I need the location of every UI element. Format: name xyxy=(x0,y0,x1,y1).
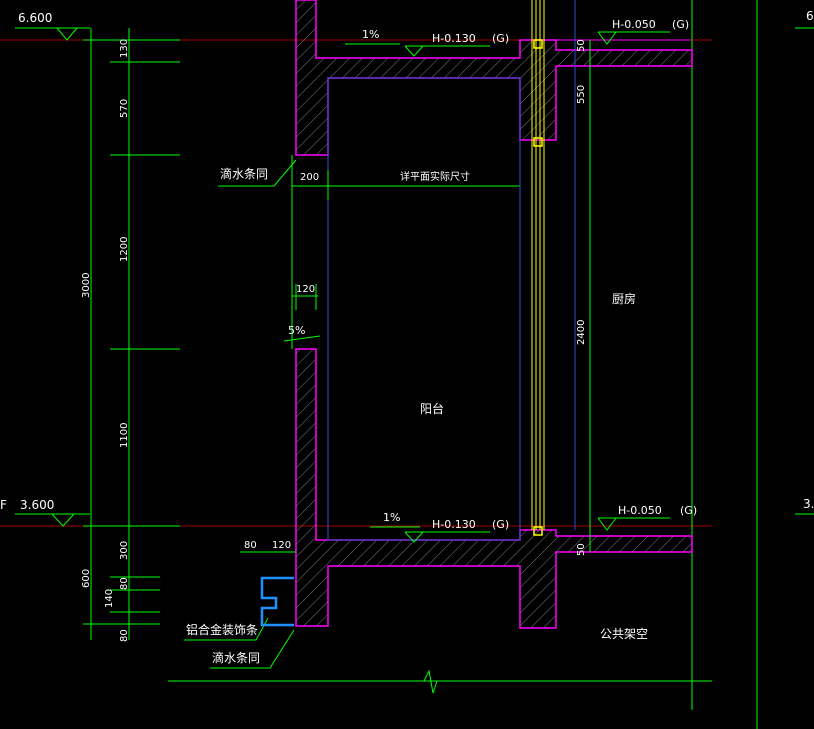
aluminum-trim-profile xyxy=(260,576,294,627)
level-mark-bottom-kitchen: H-0.050 (G) xyxy=(597,504,697,531)
dim-200: 200 xyxy=(300,172,319,183)
drip-label-top: 滴水条同 xyxy=(220,166,268,181)
grid-tag-top-kitchen: (G) xyxy=(672,18,689,31)
dim-570: 570 xyxy=(119,99,130,118)
dim-80a: 80 xyxy=(119,577,130,590)
grid-tag-top-balcony: (G) xyxy=(492,32,509,45)
dim-texts-left: 130 570 1200 3000 1100 300 600 80 140 80 xyxy=(81,39,130,642)
kitchen-label: 厨房 xyxy=(612,291,636,306)
concrete-structure xyxy=(295,0,693,629)
dim-300: 300 xyxy=(119,541,130,560)
level-mark-bottom-balcony: H-0.130 (G) xyxy=(404,518,509,543)
plan-dimension-label: 详平面实际尺寸 xyxy=(400,170,470,183)
public-void-label: 公共架空 xyxy=(600,627,648,641)
level-mark-top-balcony: H-0.130 (G) xyxy=(404,32,509,57)
elevation-bottom-label: 3.600 xyxy=(20,498,54,512)
balcony-label: 阳台 xyxy=(420,401,444,416)
elevation-right-bottom-partial: 3. xyxy=(803,497,814,511)
dim-120-bottom: 120 xyxy=(272,540,291,551)
dim-120-parapet: 120 xyxy=(296,284,315,295)
dim-50-top: 50 xyxy=(576,39,587,52)
dim-80-bottom: 80 xyxy=(244,540,257,551)
dim-50-bottom: 50 xyxy=(576,543,587,556)
drip-leader-bottom xyxy=(210,629,295,669)
balcony-opening xyxy=(327,77,521,541)
level-bottom-kitchen: H-0.050 xyxy=(618,504,662,517)
elevation-right-top-partial: 6 xyxy=(806,9,814,23)
dim-600: 600 xyxy=(81,569,92,588)
elevation-top-label: 6.600 xyxy=(18,11,52,25)
dim-140: 140 xyxy=(104,589,115,608)
floor-marker: F xyxy=(0,498,7,512)
slope-parapet: 5% xyxy=(288,324,305,337)
dim-ticks-left xyxy=(83,39,180,625)
dim-130: 130 xyxy=(119,39,130,58)
dim-3000: 3000 xyxy=(81,273,92,298)
break-symbol xyxy=(423,669,438,694)
level-top-kitchen: H-0.050 xyxy=(612,18,656,31)
drip-label-bottom: 滴水条同 xyxy=(212,650,260,665)
elevation-marker-bottom: F 3.600 xyxy=(0,498,90,527)
level-top-balcony: H-0.130 xyxy=(432,32,476,45)
dim-80b: 80 xyxy=(119,629,130,642)
grid-tag-bottom-balcony: (G) xyxy=(492,518,509,531)
aluminum-trim-label: 铝合金装饰条 xyxy=(186,622,258,637)
dim-1100: 1100 xyxy=(119,423,130,448)
slope-top: 1% xyxy=(362,28,379,41)
drip-leader-top xyxy=(218,159,297,187)
level-bottom-balcony: H-0.130 xyxy=(432,518,476,531)
dim-2400: 2400 xyxy=(576,320,587,345)
elevation-marker-top: 6.600 xyxy=(15,11,90,41)
window-glazing xyxy=(531,0,545,530)
window-node-bottom xyxy=(533,526,543,536)
grid-tag-bottom-kitchen: (G) xyxy=(680,504,697,517)
dim-550: 550 xyxy=(576,85,587,104)
slope-bottom: 1% xyxy=(383,511,400,524)
level-mark-top-kitchen: H-0.050 (G) xyxy=(597,18,689,45)
window-node-top xyxy=(533,39,543,49)
window-node-mid xyxy=(533,137,543,147)
dim-1200: 1200 xyxy=(119,237,130,262)
slope-parapet-arrow xyxy=(283,335,321,342)
